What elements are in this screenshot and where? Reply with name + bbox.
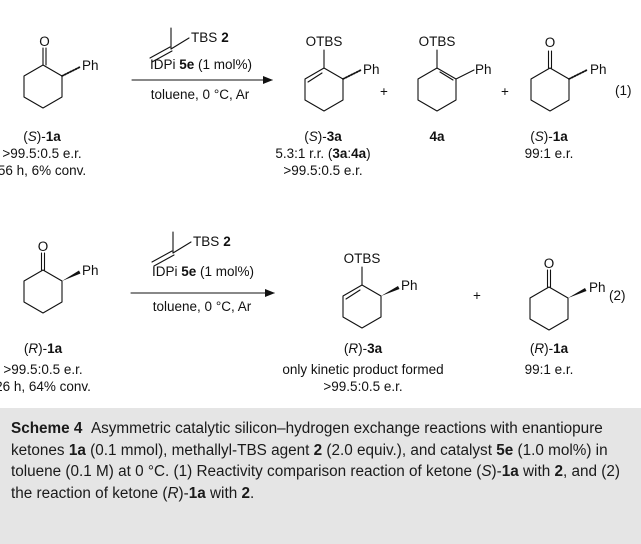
caption-bold: 2 <box>554 463 563 480</box>
recovered-2-o-atom: O <box>544 256 555 271</box>
recovered-1-o-atom: O <box>545 35 556 50</box>
substrate-r-1a-structure <box>23 252 63 314</box>
caption-bold: 2 <box>313 441 323 459</box>
caption-bold: 1a <box>188 484 206 502</box>
caption-text: with <box>518 463 555 480</box>
product-3a-otbs: OTBS <box>306 34 343 49</box>
caption-text: , and (2) the reaction of ketone ( <box>11 463 620 502</box>
er-r-3a: >99.5:0.5 e.r. <box>323 379 402 394</box>
wedge-bond-r-1a <box>62 270 81 281</box>
caption-text: Asymmetric catalytic silicon–hydrogen ex… <box>11 420 603 459</box>
equation-number-2: (2) <box>609 288 626 303</box>
time-r-1a: 26 h, 64% conv. <box>0 379 91 394</box>
caption-text: (2.0 equiv.), and catalyst <box>322 441 497 459</box>
recovered-1-ph: Ph <box>590 62 607 77</box>
caption-text: . <box>249 484 255 502</box>
caption-text: )- <box>491 463 502 480</box>
product-4a-otbs: OTBS <box>419 34 456 49</box>
caption-text: (1.0 mol%) in toluene (0.1 M) at 0 °C. (… <box>11 441 608 481</box>
substrate-2-o-atom: O <box>38 239 49 254</box>
product-4a-structure <box>417 49 475 112</box>
note-kinetic-product: only kinetic product formed <box>282 362 443 377</box>
recovered-2-ph: Ph <box>589 280 606 295</box>
scheme-caption: Scheme 4 Asymmetric catalytic silicon–hy… <box>0 408 641 544</box>
conditions-2: toluene, 0 °C, Ar <box>153 299 252 314</box>
label-recovered-r-1a: (R)-1a <box>530 341 569 356</box>
plus-sign-2: + <box>501 84 509 99</box>
caption-label: Scheme 4 <box>11 420 83 437</box>
conditions-1: toluene, 0 °C, Ar <box>151 87 250 102</box>
rr-3a-4a: 5.3:1 r.r. (3a:4a) <box>275 146 370 161</box>
substrate-1-o-atom: O <box>39 34 50 49</box>
recovered-r-1a-structure <box>529 269 569 331</box>
caption-italic: S <box>481 463 492 480</box>
label-s-3a: (S)-3a <box>304 129 342 144</box>
plus-sign-3: + <box>473 288 481 303</box>
label-4a: 4a <box>429 129 445 144</box>
caption-text: with <box>205 484 242 502</box>
label-recovered-s-1a: (S)-1a <box>530 129 568 144</box>
label-r-3a: (R)-3a <box>344 341 383 356</box>
caption-italic: R <box>167 484 179 502</box>
plus-sign-1: + <box>380 84 388 99</box>
label-s-1a: (S)-1a <box>23 129 61 144</box>
er-s-3a: >99.5:0.5 e.r. <box>283 163 362 178</box>
wedge-bond-recovered-r-1a <box>568 288 587 298</box>
label-r-1a: (R)-1a <box>24 341 63 356</box>
caption-bold: 2 <box>241 484 250 502</box>
er-s-1a: >99.5:0.5 e.r. <box>2 146 81 161</box>
reagent-2-structure-top <box>149 27 190 63</box>
er-recovered-s-1a: 99:1 e.r. <box>525 146 574 161</box>
product-r-3a-ph: Ph <box>401 278 418 293</box>
catalyst-2: IDPi 5e (1 mol%) <box>152 264 254 279</box>
er-recovered-r-1a: 99:1 e.r. <box>525 362 574 377</box>
caption-bold: 1a <box>68 441 86 459</box>
product-s-3a-structure <box>304 49 362 112</box>
time-s-1a: 56 h, 6% conv. <box>0 163 86 178</box>
product-4a-ph: Ph <box>475 62 492 77</box>
substrate-2-ph: Ph <box>82 263 99 278</box>
wedge-bond-r-3a <box>381 286 400 296</box>
reagent-2-structure-bottom <box>151 231 192 267</box>
substrate-1-ph: Ph <box>82 58 99 73</box>
equation-number-1: (1) <box>615 83 632 98</box>
caption-bold: 5e <box>496 441 514 459</box>
caption-text: )- <box>178 484 189 502</box>
product-r-3a-structure <box>342 266 382 329</box>
substrate-s-1a-structure <box>23 47 81 109</box>
product-3a-ph: Ph <box>363 62 380 77</box>
er-r-1a: >99.5:0.5 e.r. <box>3 362 82 377</box>
caption-text: (0.1 mmol), methallyl-TBS agent <box>85 441 314 459</box>
catalyst-1: IDPi 5e (1 mol%) <box>150 57 252 72</box>
product-r-3a-otbs: OTBS <box>344 251 381 266</box>
recovered-s-1a-structure <box>530 50 588 112</box>
caption-bold: 1a <box>501 463 519 480</box>
